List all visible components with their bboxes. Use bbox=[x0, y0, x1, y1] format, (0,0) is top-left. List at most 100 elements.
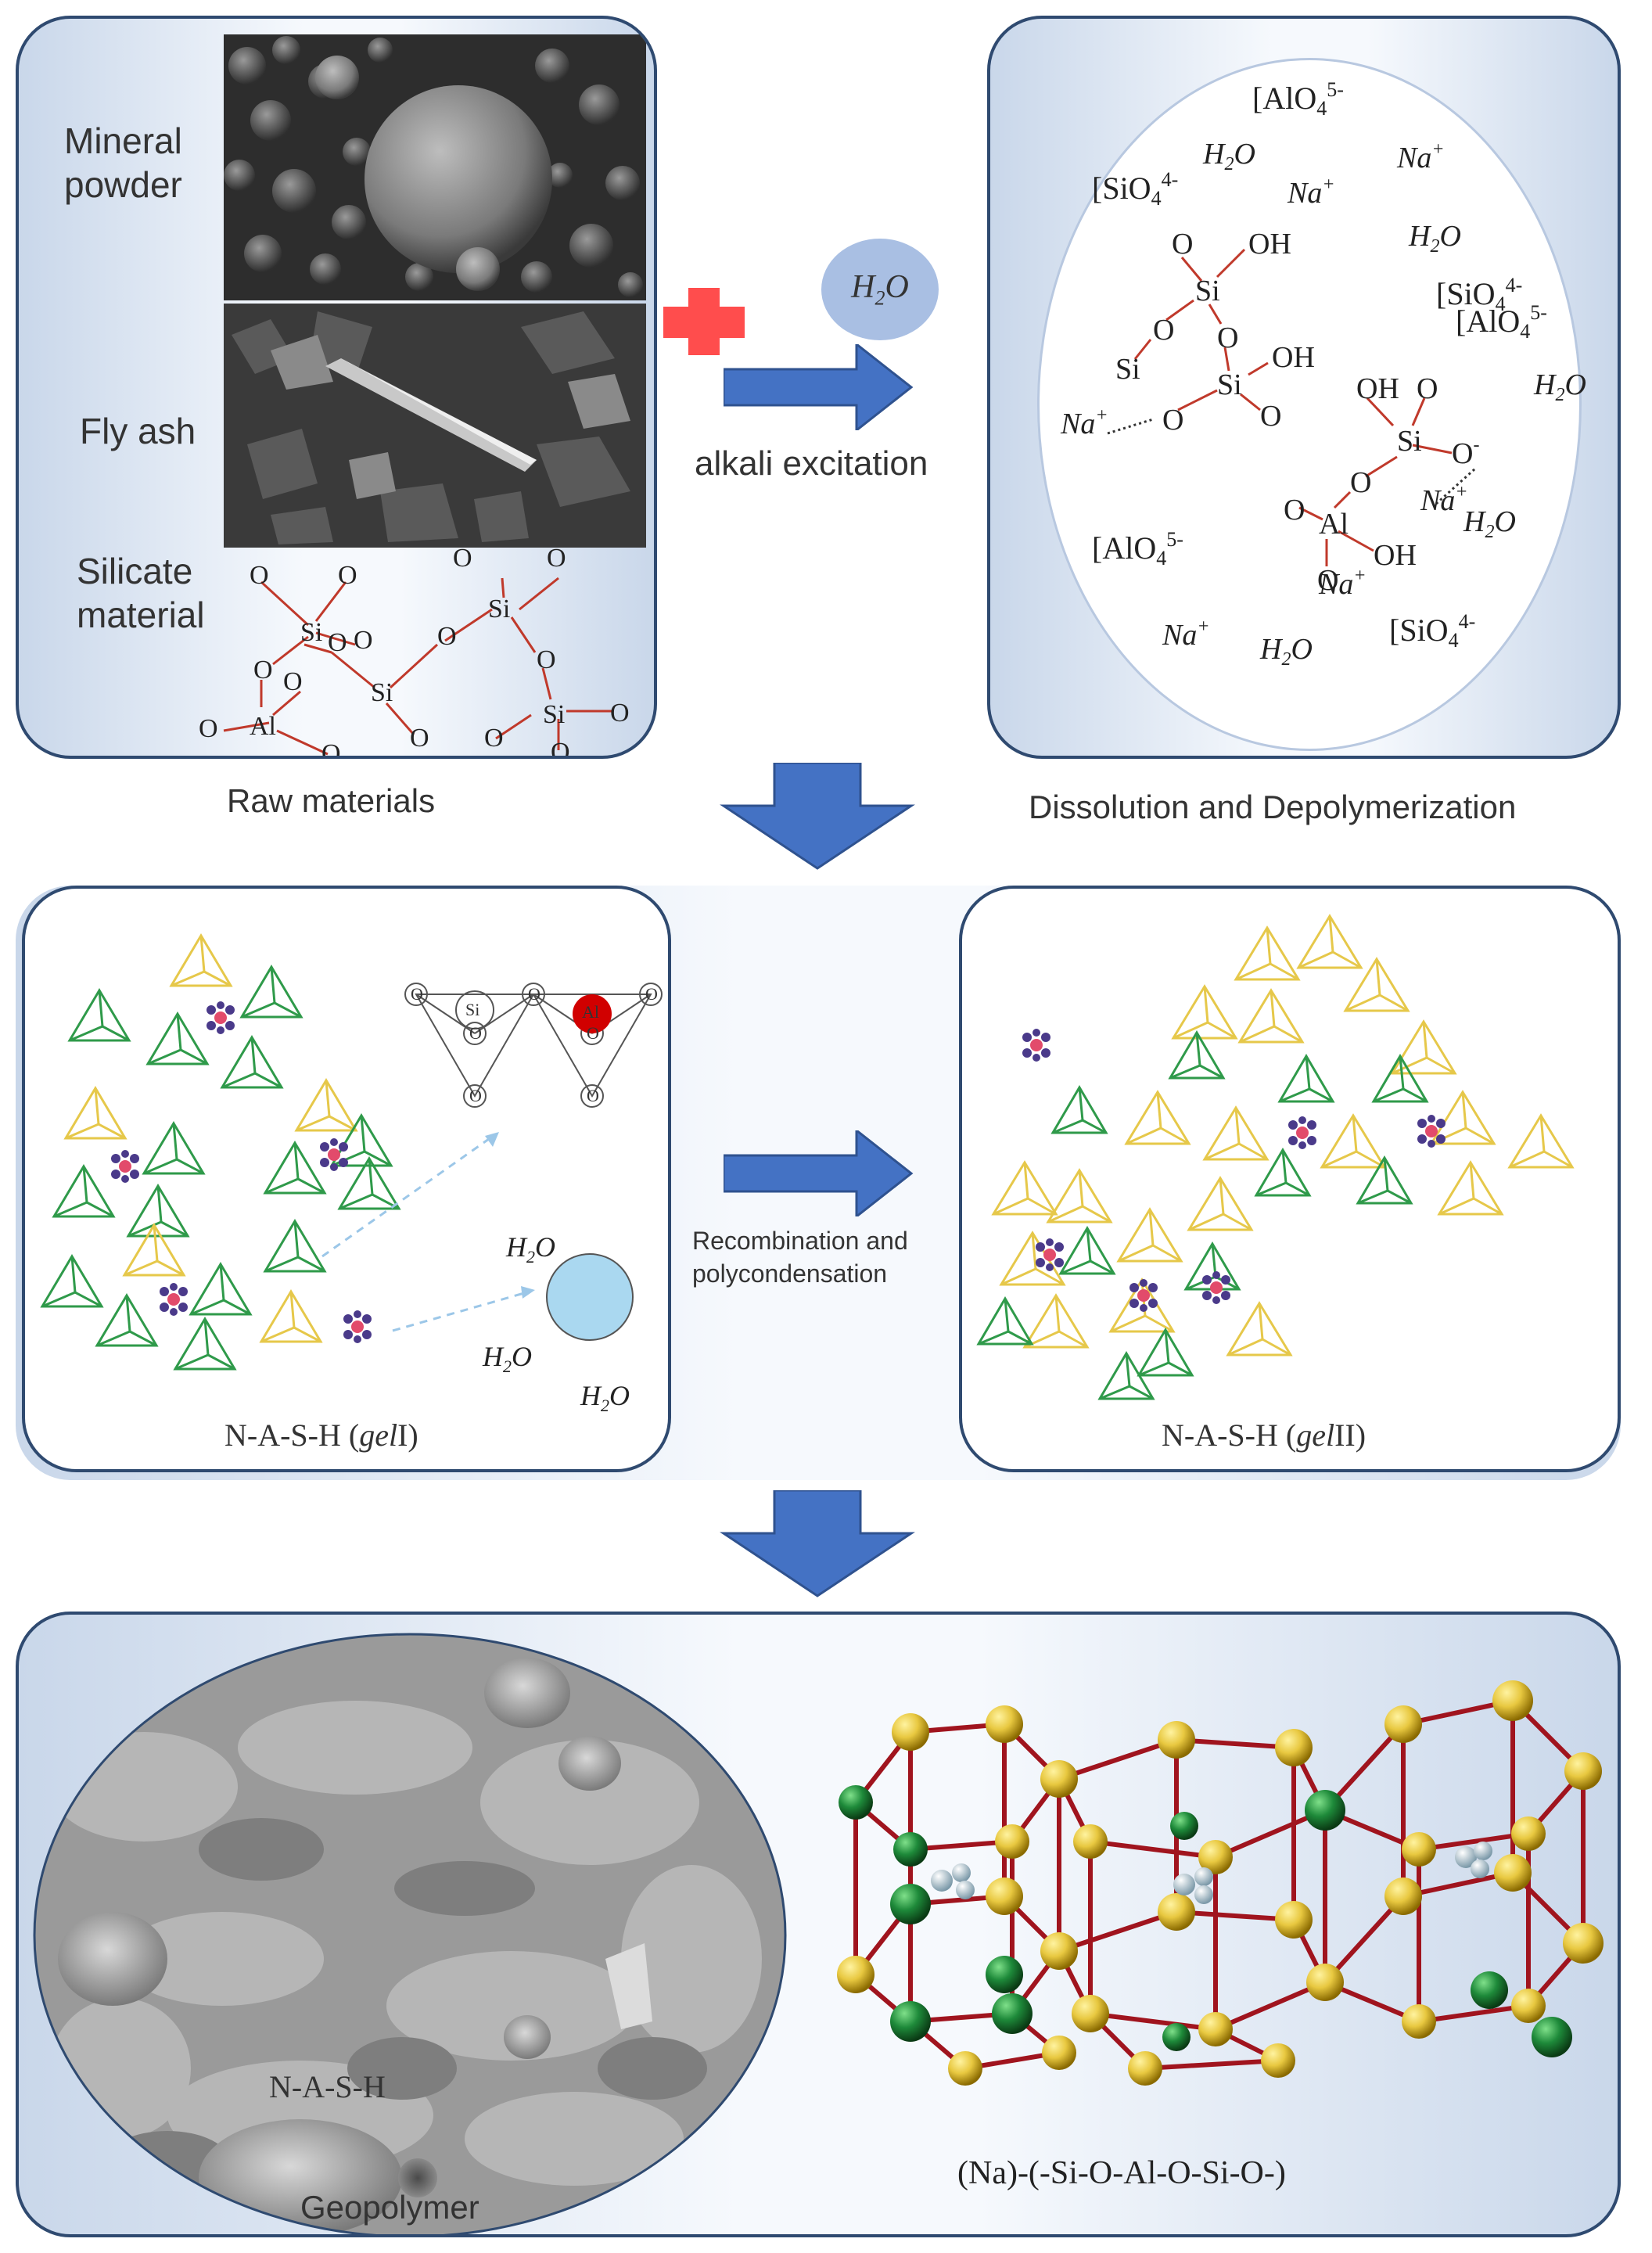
svg-text:O: O bbox=[484, 724, 504, 753]
svg-text:O: O bbox=[410, 724, 429, 753]
down-arrow-1 bbox=[720, 763, 915, 870]
mineral-powder-particles bbox=[224, 34, 646, 300]
svg-text:H2O: H2O bbox=[1463, 505, 1516, 542]
dissolution-panel: [AlO45- [SiO44- [SiO44- [AlO45- [AlO45- … bbox=[987, 16, 1621, 759]
geopolymer-formula: (Na)-(-Si-O-Al-O-Si-O-) bbox=[957, 2155, 1286, 2191]
svg-text:O: O bbox=[453, 544, 472, 573]
svg-text:Si: Si bbox=[465, 1000, 479, 1019]
svg-text:Na+: Na+ bbox=[1396, 139, 1445, 174]
geopolymer-caption: Geopolymer bbox=[300, 2189, 479, 2226]
svg-text:Al: Al bbox=[1319, 508, 1349, 541]
gel2-caption: N-A-S-H (gelII) bbox=[1162, 1417, 1366, 1453]
plus-icon bbox=[663, 288, 745, 355]
svg-text:O: O bbox=[587, 1023, 599, 1043]
svg-text:O: O bbox=[537, 645, 556, 674]
svg-text:O: O bbox=[338, 561, 357, 590]
svg-text:OH: OH bbox=[1356, 372, 1399, 405]
svg-text:O: O bbox=[1417, 372, 1438, 405]
fly-ash-sem-image bbox=[224, 304, 646, 548]
geopolymer-framework-model bbox=[837, 1680, 1604, 2086]
svg-text:O: O bbox=[321, 739, 341, 759]
svg-text:O-: O- bbox=[1452, 435, 1479, 470]
gel2-panel: N-A-S-H (gelII) bbox=[959, 886, 1621, 1472]
svg-text:[AlO45-: [AlO45- bbox=[1092, 528, 1183, 570]
svg-text:H2O: H2O bbox=[580, 1380, 630, 1415]
svg-text:O: O bbox=[610, 699, 630, 728]
svg-text:H2O: H2O bbox=[505, 1231, 555, 1267]
gel1-caption-prefix: N-A-S-H ( bbox=[224, 1418, 360, 1453]
svg-text:[AlO45-: [AlO45- bbox=[1456, 301, 1547, 343]
svg-text:O: O bbox=[1153, 314, 1174, 347]
svg-text:[SiO44-: [SiO44- bbox=[1092, 168, 1178, 210]
recombination-label-line1: Recombination and bbox=[692, 1227, 908, 1255]
raw-materials-caption: Raw materials bbox=[227, 782, 436, 819]
fly-ash-label: Fly ash bbox=[80, 411, 196, 451]
mineral-powder-sem-image bbox=[224, 34, 646, 300]
gel1-caption-gel: gel bbox=[359, 1418, 398, 1453]
svg-text:Na+: Na+ bbox=[1162, 616, 1210, 652]
svg-text:O: O bbox=[437, 622, 457, 651]
svg-text:O: O bbox=[528, 984, 540, 1004]
svg-text:Si: Si bbox=[300, 618, 322, 647]
svg-text:Si: Si bbox=[1115, 353, 1140, 386]
svg-text:O: O bbox=[469, 1086, 482, 1105]
svg-text:OH: OH bbox=[1248, 228, 1291, 261]
svg-text:H2O: H2O bbox=[1259, 633, 1313, 670]
svg-text:Si: Si bbox=[543, 700, 565, 729]
svg-text:Si: Si bbox=[371, 678, 393, 707]
gel2-caption-gel: gel bbox=[1296, 1418, 1335, 1453]
dissolution-caption: Dissolution and Depolymerization bbox=[1029, 789, 1517, 825]
svg-text:O: O bbox=[1317, 564, 1338, 597]
silicate-material-label: Silicate material bbox=[77, 551, 205, 635]
gel1-caption: N-A-S-H (gelI) bbox=[224, 1417, 418, 1453]
svg-text:O: O bbox=[199, 714, 218, 743]
svg-text:[SiO44-: [SiO44- bbox=[1389, 610, 1475, 652]
svg-text:O: O bbox=[1260, 400, 1281, 433]
svg-text:[AlO45-: [AlO45- bbox=[1252, 78, 1344, 120]
dissolution-ellipse bbox=[1037, 58, 1582, 751]
geopolymer-sem-image bbox=[33, 1633, 787, 2234]
svg-text:Na+: Na+ bbox=[1287, 174, 1335, 210]
gel2-caption-suffix: II) bbox=[1334, 1418, 1366, 1453]
dissolution-species-diagram: [AlO45- [SiO44- [SiO44- [AlO45- [AlO45- … bbox=[1060, 78, 1586, 670]
svg-text:Si: Si bbox=[1217, 368, 1242, 401]
svg-text:O: O bbox=[283, 667, 303, 696]
svg-text:O: O bbox=[1172, 228, 1193, 261]
recombination-arrow bbox=[724, 1130, 914, 1216]
mineral-powder-label: Mineral powder bbox=[64, 120, 182, 205]
svg-text:H2O: H2O bbox=[1408, 220, 1461, 257]
svg-text:O: O bbox=[469, 1023, 482, 1043]
geopolymer-panel: N-A-S-H bbox=[16, 1612, 1621, 2237]
svg-text:OH: OH bbox=[1272, 341, 1315, 374]
svg-text:O: O bbox=[587, 1086, 599, 1105]
svg-text:Si: Si bbox=[1195, 275, 1220, 307]
svg-text:O: O bbox=[1162, 404, 1183, 437]
svg-text:OH: OH bbox=[1374, 539, 1417, 572]
water-formula: H2O bbox=[851, 269, 909, 310]
geopolymer-sem-label: N-A-S-H bbox=[269, 2069, 386, 2104]
alkali-excitation-arrow bbox=[724, 344, 914, 430]
alkali-excitation-label: alkali excitation bbox=[695, 444, 928, 483]
recombination-label-line2: polycondensation bbox=[692, 1259, 888, 1288]
svg-text:Na+: Na+ bbox=[1060, 405, 1108, 440]
svg-text:Al: Al bbox=[250, 712, 276, 741]
svg-text:O: O bbox=[547, 544, 566, 573]
svg-text:O: O bbox=[328, 628, 347, 657]
svg-text:O: O bbox=[250, 561, 269, 590]
water-molecule-circle: H2O bbox=[821, 239, 939, 340]
svg-text:O: O bbox=[411, 984, 423, 1004]
down-arrow-2 bbox=[720, 1490, 915, 1597]
gel2-caption-prefix: N-A-S-H ( bbox=[1162, 1418, 1297, 1453]
svg-text:O: O bbox=[253, 656, 273, 685]
svg-text:O: O bbox=[551, 738, 570, 759]
svg-text:O: O bbox=[1217, 322, 1238, 354]
svg-text:H2O: H2O bbox=[482, 1341, 532, 1376]
raw-materials-panel: Mineral powder Fly ash Silicate material… bbox=[16, 16, 657, 759]
fly-ash-texture bbox=[224, 304, 646, 548]
svg-text:O: O bbox=[1284, 494, 1305, 526]
svg-text:O: O bbox=[354, 626, 373, 655]
svg-text:H2O: H2O bbox=[1533, 368, 1586, 405]
